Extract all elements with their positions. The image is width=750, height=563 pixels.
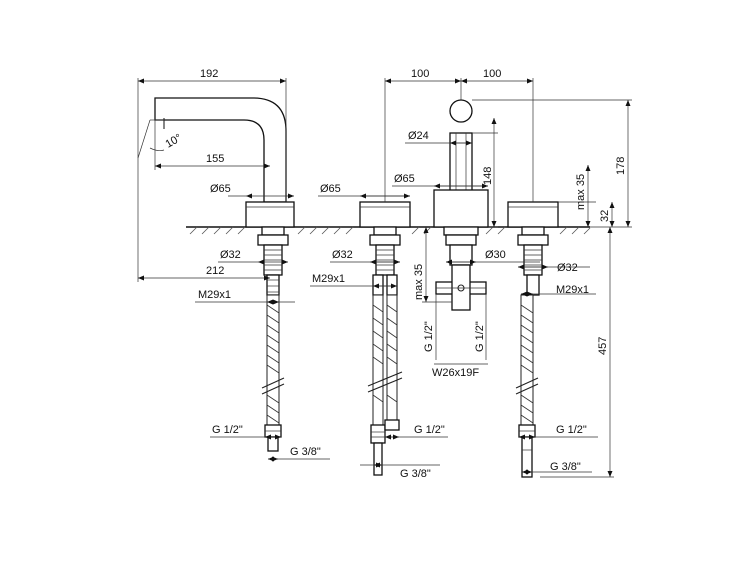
- dimension-labels: 192 155 212 10° Ø65 Ø32 M29x1 G 1/2" G 3…: [164, 68, 628, 480]
- dim-g12-left: G 1/2": [212, 424, 243, 436]
- dim-o32-mid: Ø32: [332, 249, 353, 261]
- dim-m29-left: M29x1: [198, 289, 231, 301]
- dim-g38-mid: G 3/8": [400, 468, 431, 480]
- dim-angle: 10°: [164, 132, 184, 151]
- dim-457: 457: [597, 337, 609, 355]
- dim-g12-vertical-right: G 1/2": [474, 321, 486, 352]
- dim-32: 32: [599, 210, 611, 222]
- dim-212: 212: [206, 265, 224, 277]
- dimension-lines: [137, 78, 632, 478]
- dim-o32-left: Ø32: [220, 249, 241, 261]
- dim-100-right: 100: [483, 68, 501, 80]
- dim-o65-left: Ø65: [210, 183, 231, 195]
- dim-o24: Ø24: [408, 130, 429, 142]
- dim-o30: Ø30: [485, 249, 506, 261]
- flex-hoses: [261, 294, 539, 478]
- dim-g12-vertical-left: G 1/2": [423, 321, 435, 352]
- dim-max35-right: max 35: [575, 174, 587, 210]
- dim-g38-left: G 3/8": [290, 446, 321, 458]
- valve-body-left: [359, 201, 411, 296]
- dim-178: 178: [615, 157, 627, 175]
- dim-o65-mid: Ø65: [320, 183, 341, 195]
- side-view-spout: [150, 97, 295, 296]
- dim-o65-center: Ø65: [394, 173, 415, 185]
- dim-192: 192: [200, 68, 218, 80]
- dim-m29-mid: M29x1: [312, 273, 345, 285]
- dim-g38-right: G 3/8": [550, 461, 581, 473]
- dim-max35-center: max 35: [413, 264, 425, 300]
- dim-148: 148: [482, 167, 494, 185]
- dim-g12-right: G 1/2": [556, 424, 587, 436]
- dim-w26: W26x19F: [432, 367, 479, 379]
- dim-m29-right: M29x1: [556, 284, 589, 296]
- dim-100-left: 100: [411, 68, 429, 80]
- dim-155: 155: [206, 153, 224, 165]
- front-view-spout: [433, 99, 489, 311]
- dim-o32-right: Ø32: [557, 262, 578, 274]
- valve-body-right: [507, 201, 559, 296]
- dim-g12-mid: G 1/2": [414, 424, 445, 436]
